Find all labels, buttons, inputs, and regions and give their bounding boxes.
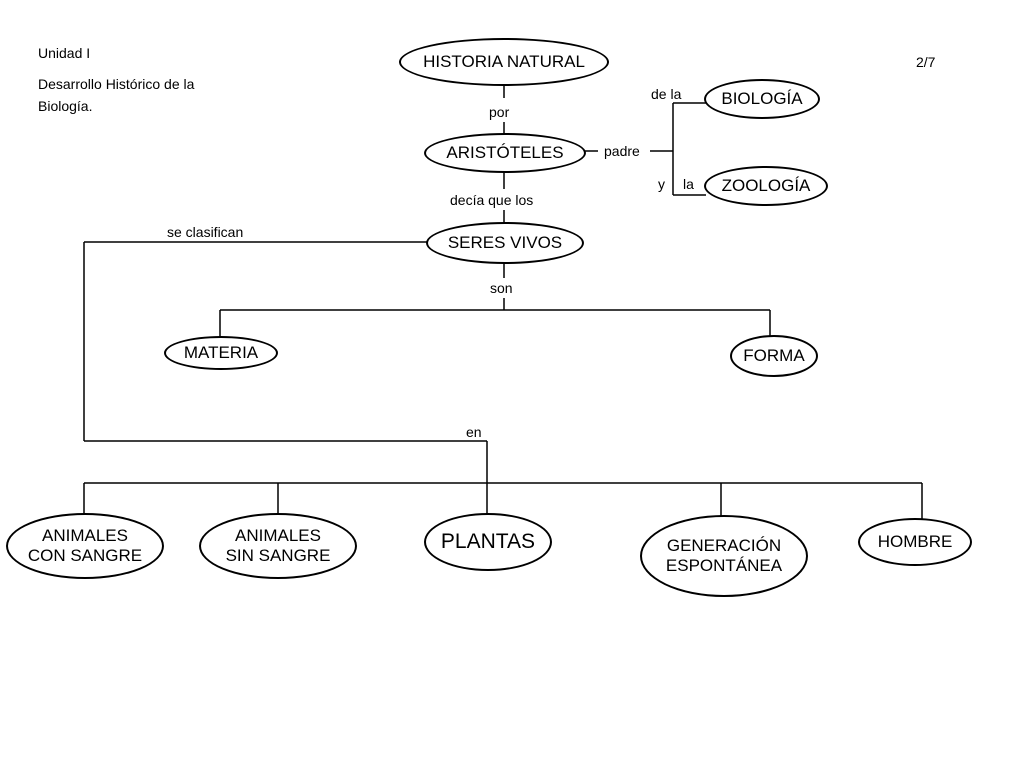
node-biologia: BIOLOGÍA [704,79,820,119]
node-zoologia: ZOOLOGÍA [704,166,828,206]
link-label-la: la [683,176,694,192]
node-materia: MATERIA [164,336,278,370]
node-seres-vivos: SERES VIVOS [426,222,584,264]
link-label-son: son [490,280,513,296]
node-plantas: PLANTAS [424,513,552,571]
node-aristoteles: ARISTÓTELES [424,133,586,173]
node-forma: FORMA [730,335,818,377]
node-hombre: HOMBRE [858,518,972,566]
link-label-se-clasifican: se clasifican [167,224,244,240]
node-generacion-espontanea: GENERACIÓN ESPONTÁNEA [640,515,808,597]
unit-label: Unidad I [38,45,91,61]
link-label-decia-que-los: decía que los [450,192,534,208]
link-label-de-la: de la [651,86,682,102]
node-historia-natural: HISTORIA NATURAL [399,38,609,86]
node-animales-sin-sangre: ANIMALES SIN SANGRE [199,513,357,579]
topic-line-2: Biología. [38,98,93,114]
link-label-por: por [489,104,510,120]
link-label-en: en [466,424,482,440]
topic-line-1: Desarrollo Histórico de la [38,76,195,92]
node-animales-con-sangre: ANIMALES CON SANGRE [6,513,164,579]
link-label-y: y [658,176,665,192]
page-number: 2/7 [916,54,936,70]
link-label-padre: padre [604,143,640,159]
